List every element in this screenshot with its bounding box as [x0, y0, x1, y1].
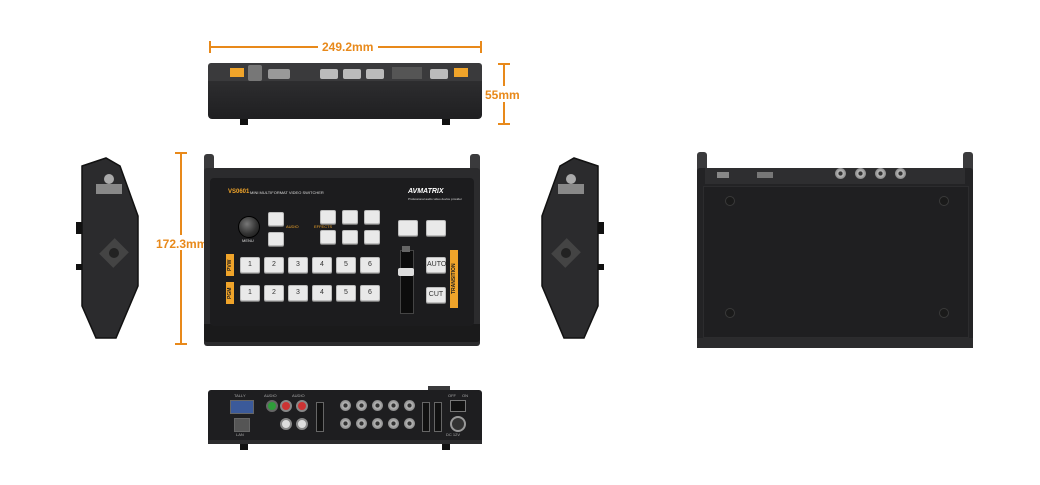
rear-bnc-4 — [388, 400, 399, 411]
pgm-tag: PGM — [226, 282, 234, 304]
depth-label: 172.3mm — [156, 237, 208, 251]
effect-button-6[interactable] — [364, 230, 380, 244]
function-button-2[interactable] — [426, 220, 446, 236]
screw-bottom-left — [725, 308, 735, 318]
audio-out-label: AUDIO — [292, 393, 305, 398]
tally-port — [230, 400, 254, 414]
pvw-key-5[interactable]: 5 — [336, 257, 356, 273]
rear-bnc-1 — [340, 400, 351, 411]
audio-label: AUDIO — [286, 224, 299, 229]
transition-tag: TRANSITION — [450, 250, 458, 308]
audio-jack-white-1 — [280, 418, 292, 430]
pvw-key-3[interactable]: 3 — [288, 257, 308, 273]
left-side-plate-shape — [76, 157, 139, 339]
pgm-key-4[interactable]: 4 — [312, 285, 332, 301]
lan-port — [234, 418, 250, 432]
auto-button[interactable]: AUTO — [426, 257, 446, 273]
pgm-key-6[interactable]: 6 — [360, 285, 380, 301]
pgm-key-5[interactable]: 5 — [336, 285, 356, 301]
t-bar-handle[interactable] — [398, 268, 414, 276]
effects-label: EFFECTS — [314, 224, 333, 229]
rear-bnc-2 — [356, 400, 367, 411]
off-label: OFF — [448, 393, 456, 398]
menu-label: MENU — [242, 238, 254, 243]
audio-jack-red-2 — [296, 400, 308, 412]
pvw-key-1[interactable]: 1 — [240, 257, 260, 273]
brand-tagline: Professional audio video device provider — [408, 197, 462, 201]
bottom-bnc-1 — [835, 168, 846, 179]
audio-jack-white-2 — [296, 418, 308, 430]
model-subtitle: MINI MULTIFORMAT VIDEO SWITCHER — [250, 190, 324, 195]
rear-bnc-10 — [404, 418, 415, 429]
t-bar-top-indicator — [402, 246, 410, 252]
effect-button-4[interactable] — [320, 230, 336, 244]
rear-bnc-9 — [388, 418, 399, 429]
effect-button-5[interactable] — [342, 230, 358, 244]
bottom-bnc-2 — [855, 168, 866, 179]
hdmi-port-3 — [434, 402, 442, 432]
width-label: 249.2mm — [322, 40, 374, 54]
screw-top-right — [939, 196, 949, 206]
pvw-key-6[interactable]: 6 — [360, 257, 380, 273]
effect-button-3[interactable] — [364, 210, 380, 224]
audio-button[interactable] — [268, 212, 284, 226]
pvw-key-2[interactable]: 2 — [264, 257, 284, 273]
rear-bnc-6 — [340, 418, 351, 429]
pgm-key-1[interactable]: 1 — [240, 285, 260, 301]
rear-view-device: TALLY LAN AUDIO AUDIO OFF ON DC 12V — [208, 386, 482, 450]
bottom-bnc-4 — [895, 168, 906, 179]
right-side-view — [534, 156, 604, 342]
audio-jack-green — [266, 400, 278, 412]
pvw-tag: PVW — [226, 254, 234, 276]
left-side-view — [76, 156, 146, 342]
hdmi-port-2 — [422, 402, 430, 432]
bottom-bnc-3 — [875, 168, 886, 179]
audio-in-label: AUDIO — [264, 393, 277, 398]
height-label: 55mm — [485, 88, 520, 102]
audio-jack-red-1 — [280, 400, 292, 412]
front-view-device: VS0601 MINI MULTIFORMAT VIDEO SWITCHER A… — [204, 154, 480, 346]
function-button-1[interactable] — [398, 220, 418, 236]
pgm-key-3[interactable]: 3 — [288, 285, 308, 301]
tally-label: TALLY — [234, 393, 246, 398]
pgm-key-2[interactable]: 2 — [264, 285, 284, 301]
dc-power-jack — [450, 416, 466, 432]
menu-knob[interactable] — [238, 216, 260, 238]
dc-label: DC 12V — [446, 432, 461, 437]
power-switch[interactable] — [450, 400, 466, 412]
right-side-plate-shape — [541, 157, 604, 339]
effect-button-2[interactable] — [342, 210, 358, 224]
rear-bnc-3 — [372, 400, 383, 411]
screw-top-left — [725, 196, 735, 206]
bottom-view-device — [697, 152, 973, 348]
effect-button-1[interactable] — [320, 210, 336, 224]
rear-bnc-8 — [372, 418, 383, 429]
model-label: VS0601 — [228, 189, 250, 195]
screw-bottom-right — [939, 308, 949, 318]
t-bar-track — [400, 250, 414, 314]
audio-button-2[interactable] — [268, 232, 284, 246]
top-view-device — [208, 63, 482, 125]
rear-bnc-5 — [404, 400, 415, 411]
lan-label: LAN — [236, 432, 244, 437]
brand-logo: AVMATRIX — [408, 188, 444, 195]
on-label: ON — [462, 393, 468, 398]
cut-button[interactable]: CUT — [426, 287, 446, 303]
rear-bnc-7 — [356, 418, 367, 429]
pvw-key-4[interactable]: 4 — [312, 257, 332, 273]
hdmi-port-1 — [316, 402, 324, 432]
